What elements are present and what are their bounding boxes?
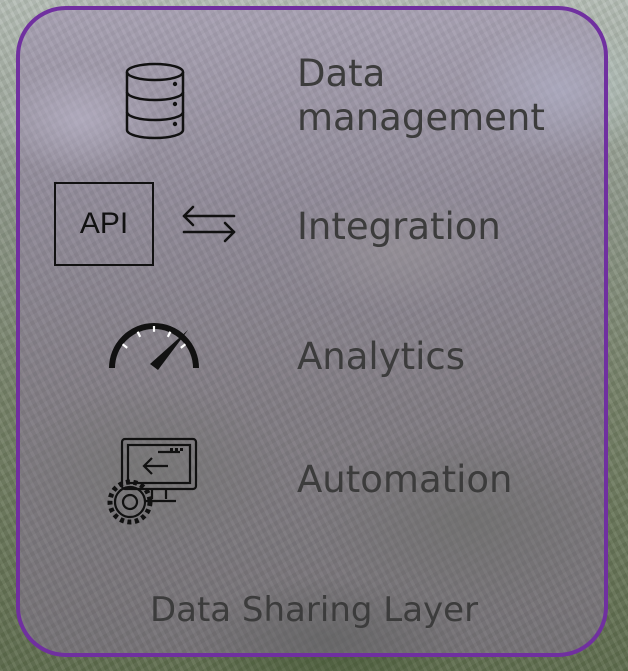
monitor-gear-icon — [107, 437, 198, 525]
api-icon-text: API — [79, 207, 129, 240]
item-label-automation: Automation — [297, 458, 513, 501]
item-label-analytics: Analytics — [297, 335, 466, 378]
database-icon — [125, 62, 185, 140]
panel-caption: Data Sharing Layer — [149, 590, 479, 630]
item-label-data-management: Data management — [297, 52, 545, 140]
speedometer-icon — [109, 323, 199, 370]
item-label-integration: Integration — [297, 205, 501, 248]
data-sharing-layer-panel — [16, 6, 608, 657]
exchange-arrows-icon — [182, 205, 236, 243]
api-box-icon: API — [54, 182, 154, 266]
